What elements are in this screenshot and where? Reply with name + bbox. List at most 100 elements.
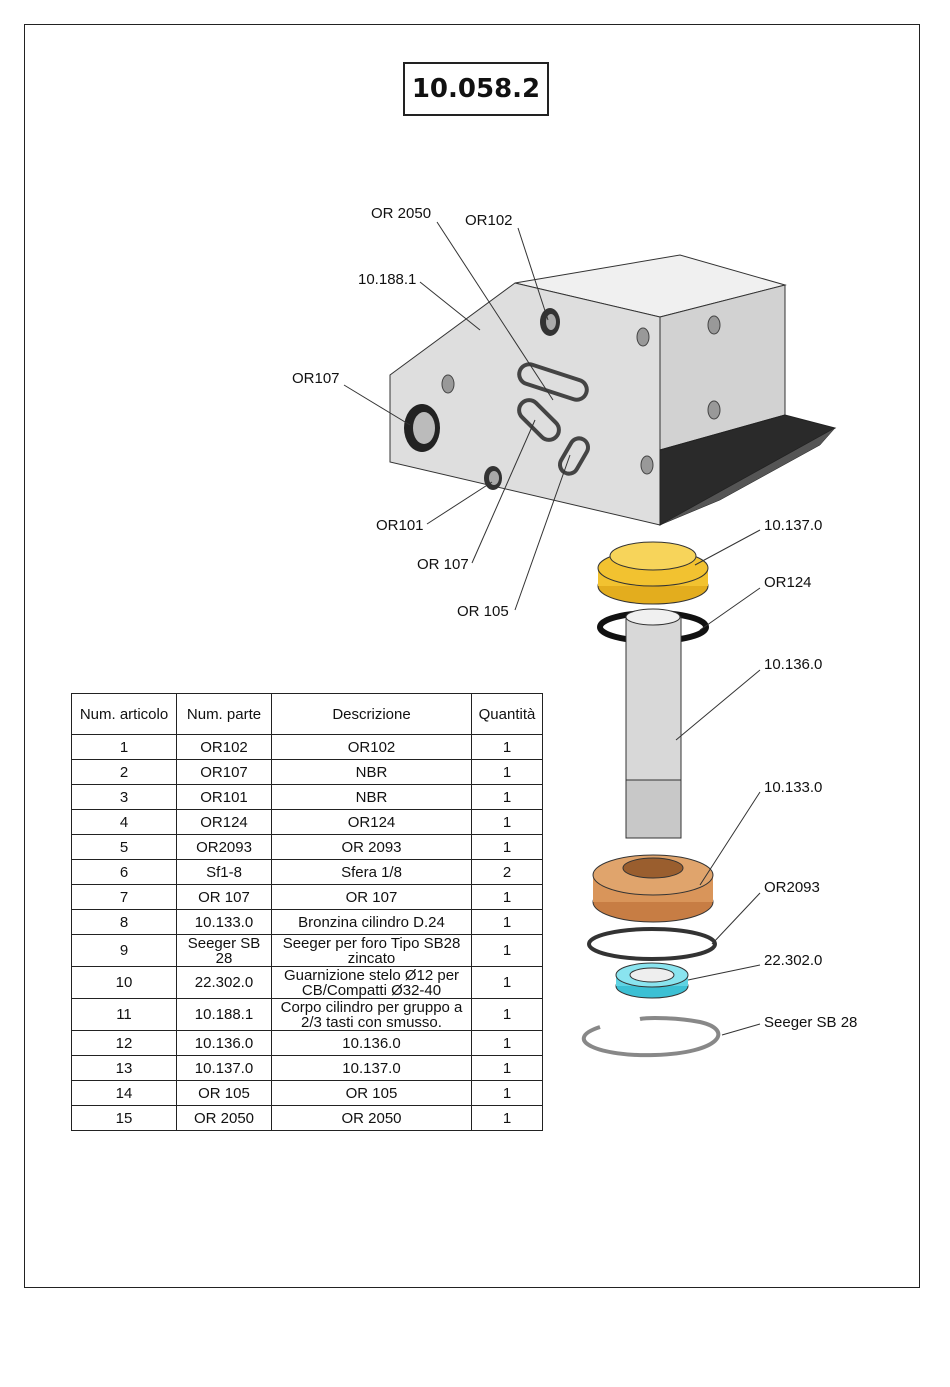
header-descrizione: Descrizione: [271, 693, 472, 735]
header-quantita: Quantità: [471, 693, 543, 735]
cell-qty: 1: [471, 734, 543, 760]
header-num-articolo: Num. articolo: [71, 693, 177, 735]
cell-num: 8: [71, 909, 177, 935]
cell-qty: 1: [471, 966, 543, 999]
drawing-frame: [24, 24, 920, 1288]
cell-qty: 1: [471, 884, 543, 910]
cell-part: 10.133.0: [176, 909, 272, 935]
callout-body-10-188-1: 10.188.1: [358, 271, 417, 288]
cylinder-body-10-188-1: [389, 254, 837, 526]
cell-desc: OR124: [271, 809, 472, 835]
cell-qty: 1: [471, 759, 543, 785]
cell-part: OR 2050: [176, 1105, 272, 1131]
cell-desc: OR 105: [271, 1080, 472, 1106]
cell-desc: Seeger per foro Tipo SB28 zincato: [271, 934, 472, 967]
cell-desc: NBR: [271, 759, 472, 785]
cell-num: 11: [71, 998, 177, 1031]
drawing-code: 10.058.2: [403, 62, 549, 116]
cell-desc: 10.136.0: [271, 1030, 472, 1056]
cell-qty: 1: [471, 784, 543, 810]
callout-seeger: Seeger SB 28: [764, 1014, 858, 1031]
cell-qty: 1: [471, 1080, 543, 1106]
cell-num: 1: [71, 734, 177, 760]
cell-desc: OR 2050: [271, 1105, 472, 1131]
cell-part: 10.137.0: [176, 1055, 272, 1081]
cell-num: 7: [71, 884, 177, 910]
callout-or124: OR124: [764, 574, 812, 591]
callout-or107-left: OR107: [292, 370, 340, 387]
cell-num: 6: [71, 859, 177, 885]
cell-qty: 1: [471, 834, 543, 860]
cell-part: OR124: [176, 809, 272, 835]
cell-qty: 2: [471, 859, 543, 885]
cell-qty: 1: [471, 1055, 543, 1081]
callout-or2050: OR 2050: [371, 205, 432, 222]
cell-part: 10.136.0: [176, 1030, 272, 1056]
cell-desc: Corpo cilindro per gruppo a 2/3 tasti co…: [271, 998, 472, 1031]
bill-of-materials-table: Num. articolo Num. parte Descrizione Qua…: [71, 693, 543, 1131]
cell-qty: 1: [471, 934, 543, 967]
cell-desc: Sfera 1/8: [271, 859, 472, 885]
cell-num: 12: [71, 1030, 177, 1056]
cell-desc: OR 107: [271, 884, 472, 910]
cell-num: 15: [71, 1105, 177, 1131]
cell-desc: OR 2093: [271, 834, 472, 860]
callout-or2093: OR2093: [764, 879, 820, 896]
header-num-parte: Num. parte: [176, 693, 272, 735]
cell-part: OR102: [176, 734, 272, 760]
cell-num: 5: [71, 834, 177, 860]
callout-or107-bottom: OR 107: [417, 556, 469, 573]
cell-qty: 1: [471, 998, 543, 1031]
bushing-10-133-0: [592, 854, 714, 923]
cell-part: 22.302.0: [176, 966, 272, 999]
callout-bushing-10-133-0: 10.133.0: [764, 779, 823, 796]
callout-rod-10-136-0: 10.136.0: [764, 656, 823, 673]
rod-10-136-0: [625, 608, 682, 839]
cell-qty: 1: [471, 909, 543, 935]
cell-part: Seeger SB 28: [176, 934, 272, 967]
o-ring-or2093: [587, 927, 717, 961]
cell-qty: 1: [471, 1105, 543, 1131]
cell-num: 9: [71, 934, 177, 967]
cell-part: OR101: [176, 784, 272, 810]
table-header-row: Num. articolo Num. parte Descrizione Qua…: [71, 693, 543, 735]
leader-lines: [343, 221, 761, 1036]
cell-num: 10: [71, 966, 177, 999]
cell-desc: NBR: [271, 784, 472, 810]
seeger-ring: [581, 1016, 721, 1058]
piston-10-137-0: [597, 541, 709, 605]
cell-num: 14: [71, 1080, 177, 1106]
callout-or101: OR101: [376, 517, 424, 534]
callout-piston-10-137-0: 10.137.0: [764, 517, 823, 534]
cell-num: 2: [71, 759, 177, 785]
cell-desc: OR102: [271, 734, 472, 760]
callout-or105: OR 105: [457, 603, 509, 620]
cell-part: OR107: [176, 759, 272, 785]
cell-num: 4: [71, 809, 177, 835]
seal-22-302-0: [615, 962, 689, 999]
cell-part: OR 105: [176, 1080, 272, 1106]
callout-or102: OR102: [465, 212, 513, 229]
cell-num: 13: [71, 1055, 177, 1081]
cell-num: 3: [71, 784, 177, 810]
callout-seal-22-302-0: 22.302.0: [764, 952, 823, 969]
cell-qty: 1: [471, 1030, 543, 1056]
cell-qty: 1: [471, 809, 543, 835]
cell-desc: Bronzina cilindro D.24: [271, 909, 472, 935]
cell-part: OR2093: [176, 834, 272, 860]
